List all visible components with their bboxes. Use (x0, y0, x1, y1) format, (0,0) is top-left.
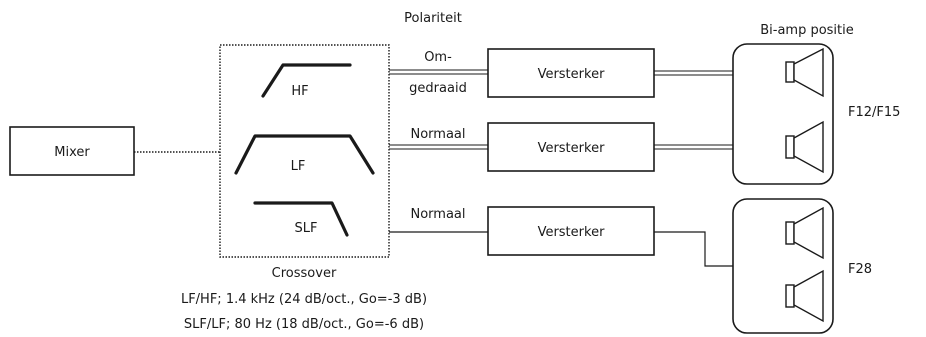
biamp-title: Bi-amp positie (760, 23, 854, 38)
amplifier-2: Versterker (487, 122, 655, 172)
amplifier-1-label: Versterker (538, 67, 606, 82)
crossover-box (219, 44, 390, 258)
polarity-normal-1: Normaal (410, 127, 465, 142)
polarity-title: Polariteit (404, 11, 462, 26)
slf-band-label: SLF (295, 221, 318, 236)
polarity-normal-2: Normaal (410, 207, 465, 222)
crossover-to-amp2-wire (389, 144, 488, 150)
lf-filter-curve (234, 134, 375, 175)
speaker-icon (785, 47, 824, 98)
crossover-spec-1: LF/HF; 1.4 kHz (24 dB/oct., Go=-3 dB) (181, 292, 427, 307)
polarity-inverted-line2: gedraaid (409, 81, 467, 96)
polarity-inverted-line1: Om- (424, 50, 452, 65)
mixer-label: Mixer (54, 145, 90, 160)
crossover-to-amp1-wire (389, 69, 488, 75)
amplifier-1: Versterker (487, 48, 655, 98)
amplifier-2-label: Versterker (538, 141, 606, 156)
crossover-spec-2: SLF/LF; 80 Hz (18 dB/oct., Go=-6 dB) (184, 317, 424, 332)
mixer-box (9, 126, 135, 176)
crossover-name: Crossover (272, 266, 337, 281)
hf-filter-curve (261, 63, 352, 98)
slf-filter-curve (253, 201, 349, 237)
speaker-icon (785, 206, 824, 260)
amplifier-3: Versterker (487, 206, 655, 256)
lf-band-label: LF (291, 159, 306, 174)
speaker-icon (785, 269, 824, 323)
speaker-group-f28: F28 (848, 262, 872, 277)
speaker-icon (785, 120, 824, 174)
speaker-group-f12-f15: F12/F15 (848, 105, 900, 120)
amplifier-3-label: Versterker (538, 225, 606, 240)
hf-band-label: HF (291, 84, 308, 99)
